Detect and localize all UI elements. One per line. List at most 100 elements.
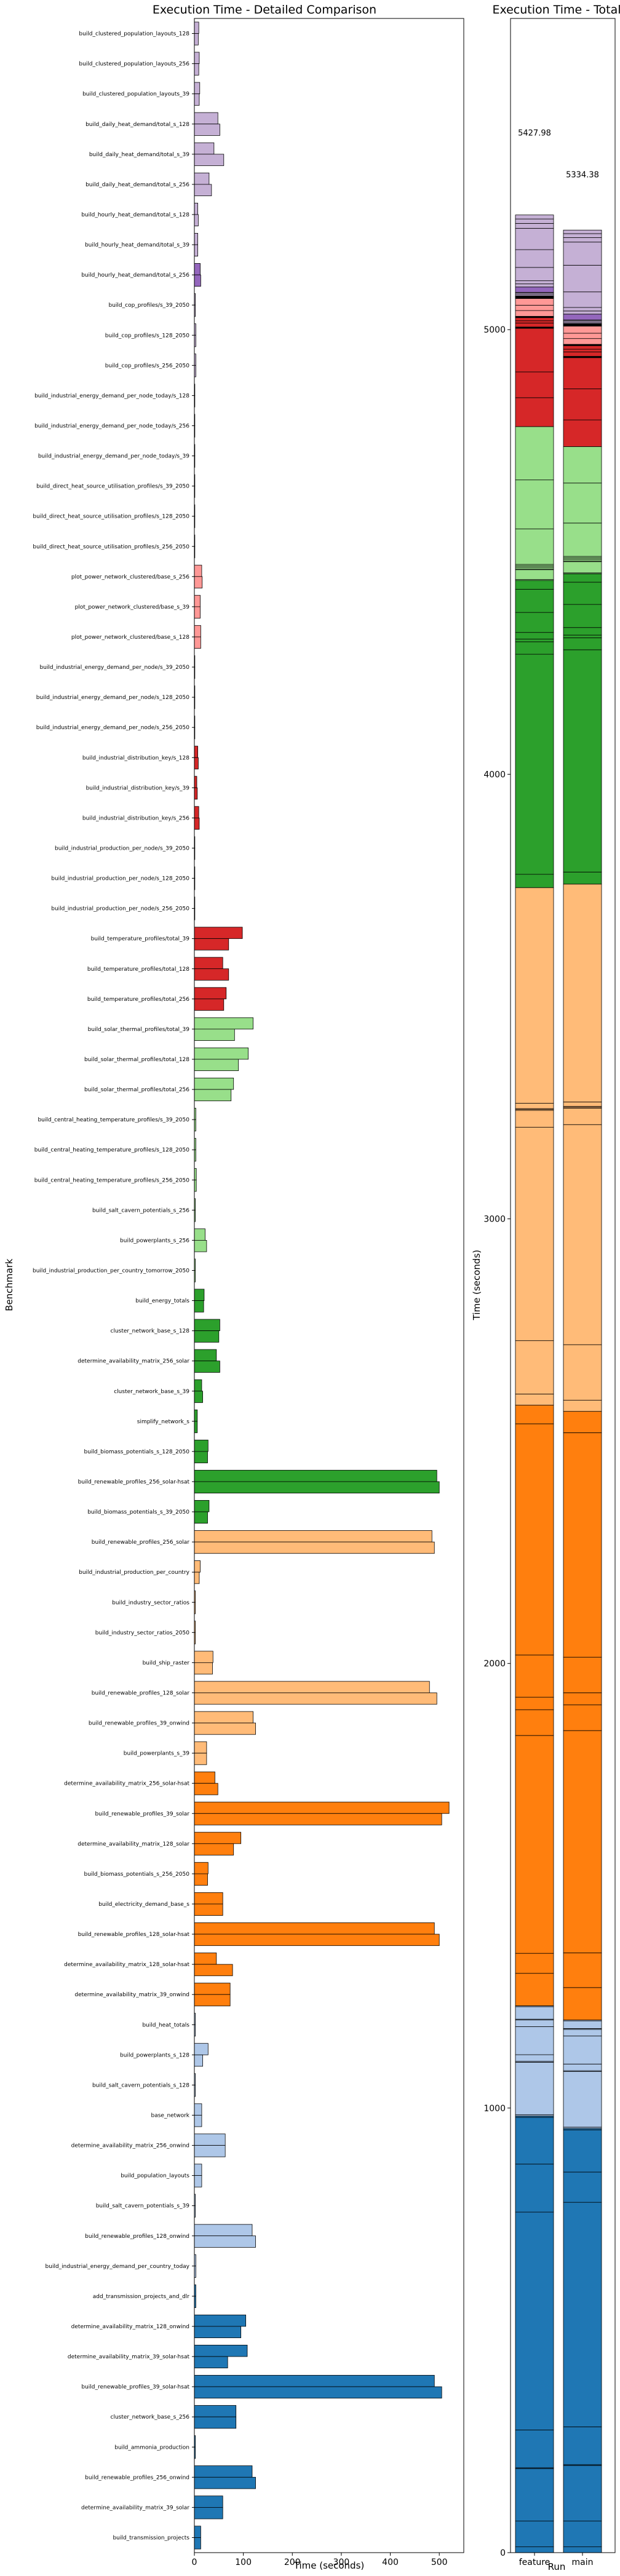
stack-segment	[563, 2202, 602, 2427]
stack-segment	[515, 320, 554, 323]
stack-segment	[515, 215, 554, 219]
bar-feature	[194, 1651, 213, 1663]
stack-segment	[563, 233, 602, 238]
stack-segment	[515, 2026, 554, 2055]
bar-feature	[194, 1469, 437, 1482]
stack-segment	[563, 2029, 602, 2037]
stack-segment	[563, 264, 602, 293]
bar-main	[194, 1059, 239, 1072]
bar-main	[194, 2235, 256, 2248]
x-tick-label: 400	[382, 2558, 399, 2567]
stack-segment	[515, 887, 554, 1104]
bar-main	[194, 154, 225, 166]
stack-segment	[563, 1987, 602, 2021]
stack-segment	[563, 307, 602, 312]
bar-feature	[194, 957, 223, 970]
bar-main	[194, 184, 212, 196]
stack-segment	[515, 580, 554, 590]
category-label: build_temperature_profiles/total_128	[87, 966, 189, 973]
bar-main	[194, 2145, 226, 2157]
stack-segment	[515, 322, 554, 328]
stack-segment	[563, 357, 602, 389]
category-label: build_industrial_energy_demand_per_node/…	[36, 725, 189, 731]
stack-segment	[563, 1411, 602, 1433]
stack-segment	[515, 371, 554, 398]
bar-main	[194, 606, 201, 618]
stack-segment	[515, 654, 554, 875]
stack-segment	[563, 1953, 602, 1988]
stack-segment	[515, 589, 554, 613]
bar-main	[194, 817, 200, 830]
bar-main	[194, 1662, 213, 1675]
bar-main	[194, 1693, 437, 1705]
bar-feature	[194, 1047, 248, 1060]
category-label: build_biomass_potentials_s_128_2050	[84, 1449, 189, 1455]
stack-segment	[515, 2546, 554, 2553]
stack-segment	[563, 582, 602, 605]
bar-feature	[194, 1741, 207, 1754]
category-label: build_energy_totals	[135, 1298, 189, 1305]
category-label: build_powerplants_s_128	[120, 2052, 189, 2058]
category-label: plot_power_network_clustered/base_s_256	[71, 574, 189, 580]
category-label: build_temperature_profiles/total_256	[87, 997, 189, 1003]
stack-segment	[515, 641, 554, 655]
stack-segment	[515, 249, 554, 268]
x-tick-label: 300	[333, 2558, 350, 2567]
bar-main	[194, 636, 201, 649]
stack-segment	[563, 1400, 602, 1412]
stack-segment	[515, 612, 554, 633]
bar-main	[194, 33, 199, 45]
category-label: build_renewable_profiles_128_onwind	[85, 2234, 189, 2240]
bar-main	[194, 2326, 242, 2339]
stack-segment	[563, 573, 602, 583]
bar-feature	[194, 2103, 202, 2116]
bar-feature	[194, 987, 227, 1000]
stack-segment	[563, 388, 602, 421]
total-value-label: 5334.38	[566, 170, 599, 180]
stack-segment	[515, 480, 554, 529]
stack-segment	[563, 627, 602, 636]
category-label: build_ship_raster	[143, 1660, 190, 1666]
total-x-axis-label: Run	[548, 2561, 566, 2572]
bar-feature	[194, 1017, 253, 1030]
category-label: build_central_heating_temperature_profil…	[38, 1117, 189, 1123]
category-label: build_industry_sector_ratios	[112, 1600, 189, 1606]
stack-segment	[563, 1432, 602, 1657]
stack-segment	[563, 345, 602, 350]
stack-segment	[515, 1103, 554, 1109]
category-label: build_renewable_profiles_256_onwind	[85, 2475, 189, 2481]
y-tick-label: 3000	[483, 1215, 506, 1225]
category-label: build_transmission_projects	[113, 2535, 189, 2541]
bar-main	[194, 1813, 442, 1825]
category-label: build_industry_sector_ratios_2050	[95, 1630, 190, 1636]
detail-category-labels: build_clustered_population_layouts_128bu…	[33, 31, 194, 2541]
bar-feature	[194, 564, 202, 577]
y-tick-label: 1000	[483, 2104, 506, 2114]
bar-main	[194, 1361, 220, 1373]
total-y-axis-label: Time (seconds)	[471, 1250, 482, 1321]
category-label: determine_availability_matrix_256_solar-…	[64, 1781, 189, 1787]
category-label: simplify_network_s	[137, 1419, 190, 1425]
category-label: build_powerplants_s_39	[124, 1751, 190, 1757]
stack-segment	[563, 333, 602, 339]
category-label: build_electricity_demand_base_s	[98, 1902, 189, 1908]
stack-segment	[563, 2063, 602, 2071]
bar-main	[194, 968, 229, 981]
category-label: build_biomass_potentials_s_39_2050	[87, 1509, 189, 1515]
stack-segment	[515, 328, 554, 373]
bar-feature	[194, 2495, 223, 2508]
bar-feature	[194, 746, 198, 758]
category-label: cluster_network_base_s_39	[114, 1389, 189, 1395]
detail-y-axis-label: Benchmark	[4, 1258, 15, 1311]
category-label: determine_availability_matrix_128_onwind	[71, 2324, 189, 2330]
bar-main	[194, 2476, 256, 2489]
stack-segment	[515, 426, 554, 481]
category-label: build_renewable_profiles_39_solar-hsat	[81, 2384, 189, 2390]
category-label: build_industrial_energy_demand_per_node/…	[36, 695, 189, 701]
stack-segment	[563, 419, 602, 447]
bar-main	[194, 63, 199, 76]
bar-feature	[194, 1349, 217, 1362]
stack-segment	[515, 218, 554, 224]
stack-segment	[515, 1735, 554, 1954]
category-label: build_clustered_population_layouts_128	[79, 31, 189, 38]
